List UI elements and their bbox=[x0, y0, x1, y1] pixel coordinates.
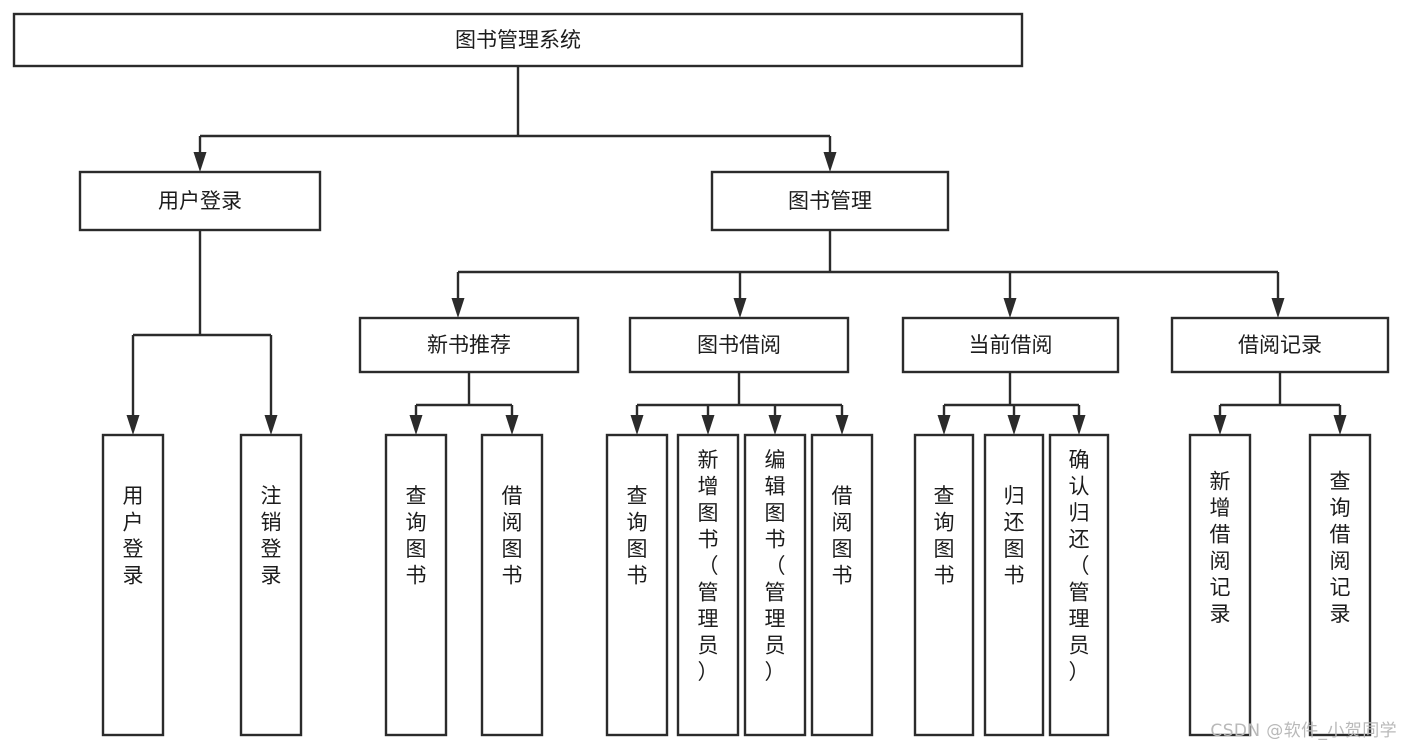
arrow-head-icon bbox=[264, 415, 278, 435]
arrow-head-icon bbox=[1003, 298, 1017, 318]
node-borrow-record[interactable]: 借阅记录 bbox=[1170, 316, 1390, 374]
node-box bbox=[743, 433, 807, 737]
node-label: 新增图书（管理员） bbox=[698, 448, 719, 684]
arrow-head-icon bbox=[451, 298, 465, 318]
arrow-head-icon bbox=[701, 415, 715, 435]
node-label: 查询图书 bbox=[627, 484, 648, 588]
node-box bbox=[1308, 433, 1372, 737]
node-label: 新增借阅记录 bbox=[1210, 470, 1231, 627]
node-label: 用户登录 bbox=[123, 484, 144, 588]
arrow-head-icon bbox=[1333, 415, 1347, 435]
node-box bbox=[913, 433, 975, 737]
connector-group bbox=[126, 230, 278, 435]
node-box bbox=[12, 12, 1024, 68]
node-leaf-add-book-admin[interactable]: 新增图书（管理员） bbox=[676, 433, 740, 737]
node-label: 用户登录 bbox=[158, 189, 242, 213]
arrow-head-icon bbox=[409, 415, 423, 435]
connector-group bbox=[193, 66, 837, 172]
node-box bbox=[710, 170, 950, 232]
connector-group bbox=[630, 372, 849, 435]
node-box bbox=[605, 433, 669, 737]
node-root[interactable]: 图书管理系统 bbox=[12, 12, 1024, 68]
connector-group bbox=[937, 372, 1086, 435]
node-box bbox=[628, 316, 850, 374]
node-leaf-query-borrow-record[interactable]: 查询借阅记录 bbox=[1308, 433, 1372, 737]
arrow-head-icon bbox=[630, 415, 644, 435]
node-new-book-rec[interactable]: 新书推荐 bbox=[358, 316, 580, 374]
node-label: 借阅图书 bbox=[502, 484, 523, 588]
node-layer: 图书管理系统用户登录图书管理新书推荐图书借阅当前借阅借阅记录用户登录注销登录查询… bbox=[12, 12, 1390, 737]
node-label: 当前借阅 bbox=[969, 333, 1053, 357]
connector-group bbox=[451, 230, 1285, 318]
connector-group bbox=[1213, 372, 1347, 435]
node-box bbox=[480, 433, 544, 737]
watermark-label: CSDN @软件_小贺同学 bbox=[1210, 721, 1397, 741]
arrow-head-icon bbox=[937, 415, 951, 435]
node-box bbox=[901, 316, 1120, 374]
node-leaf-borrow-book-rec[interactable]: 借阅图书 bbox=[480, 433, 544, 737]
node-box bbox=[810, 433, 874, 737]
node-label: 查询借阅记录 bbox=[1330, 470, 1351, 627]
node-leaf-user-login[interactable]: 用户登录 bbox=[101, 433, 165, 737]
node-leaf-query-book-rec[interactable]: 查询图书 bbox=[384, 433, 448, 737]
connector-group bbox=[409, 372, 519, 435]
node-book-borrow[interactable]: 图书借阅 bbox=[628, 316, 850, 374]
node-label: 查询图书 bbox=[406, 484, 427, 588]
arrow-head-icon bbox=[1007, 415, 1021, 435]
node-box bbox=[384, 433, 448, 737]
node-leaf-query-book-current[interactable]: 查询图书 bbox=[913, 433, 975, 737]
node-label: 新书推荐 bbox=[427, 333, 511, 357]
node-book-manage[interactable]: 图书管理 bbox=[710, 170, 950, 232]
node-leaf-confirm-return-admin[interactable]: 确认归还（管理员） bbox=[1048, 433, 1110, 737]
node-box bbox=[1188, 433, 1252, 737]
node-box bbox=[101, 433, 165, 737]
node-box bbox=[239, 433, 303, 737]
arrow-head-icon bbox=[835, 415, 849, 435]
node-label: 图书管理 bbox=[788, 189, 872, 213]
node-box bbox=[358, 316, 580, 374]
node-label: 借阅记录 bbox=[1238, 333, 1322, 357]
node-label: 注销登录 bbox=[261, 484, 282, 588]
connector-layer bbox=[126, 66, 1347, 435]
node-label: 图书借阅 bbox=[697, 333, 781, 357]
node-leaf-add-borrow-record[interactable]: 新增借阅记录 bbox=[1188, 433, 1252, 737]
node-leaf-logout[interactable]: 注销登录 bbox=[239, 433, 303, 737]
arrow-head-icon bbox=[193, 152, 207, 172]
arrow-head-icon bbox=[768, 415, 782, 435]
arrow-head-icon bbox=[1271, 298, 1285, 318]
arrow-head-icon bbox=[733, 298, 747, 318]
node-leaf-query-book-borrow[interactable]: 查询图书 bbox=[605, 433, 669, 737]
node-box bbox=[1048, 433, 1110, 737]
node-current-borrow[interactable]: 当前借阅 bbox=[901, 316, 1120, 374]
arrow-head-icon bbox=[1072, 415, 1086, 435]
node-label: 编辑图书（管理员） bbox=[765, 448, 786, 684]
node-label: 归还图书 bbox=[1004, 484, 1025, 588]
arrow-head-icon bbox=[505, 415, 519, 435]
node-box bbox=[78, 170, 322, 232]
node-label: 图书管理系统 bbox=[455, 28, 581, 52]
node-box bbox=[676, 433, 740, 737]
node-label: 借阅图书 bbox=[832, 484, 853, 588]
node-leaf-borrow-book[interactable]: 借阅图书 bbox=[810, 433, 874, 737]
node-user-login[interactable]: 用户登录 bbox=[78, 170, 322, 232]
node-label: 查询图书 bbox=[934, 484, 955, 588]
node-leaf-edit-book-admin[interactable]: 编辑图书（管理员） bbox=[743, 433, 807, 737]
node-box bbox=[1170, 316, 1390, 374]
node-box bbox=[983, 433, 1045, 737]
node-leaf-return-book[interactable]: 归还图书 bbox=[983, 433, 1045, 737]
arrow-head-icon bbox=[126, 415, 140, 435]
arrow-head-icon bbox=[1213, 415, 1227, 435]
arrow-head-icon bbox=[823, 152, 837, 172]
node-label: 确认归还（管理员） bbox=[1069, 448, 1090, 684]
